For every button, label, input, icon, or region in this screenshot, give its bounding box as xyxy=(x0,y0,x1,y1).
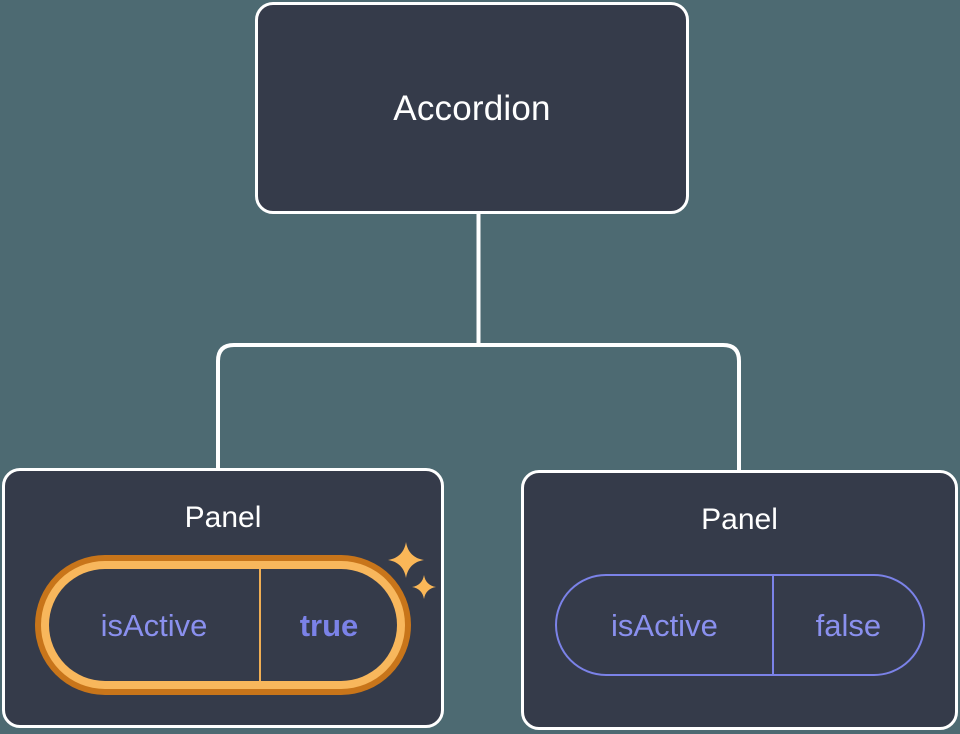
connector-children-bus xyxy=(216,343,741,470)
node-label-panel: Panel xyxy=(184,501,262,534)
tree-node-panel-active[interactable]: Panel isActive true xyxy=(2,468,444,728)
prop-value-false: false xyxy=(815,607,882,643)
prop-pill-body: isActive false xyxy=(554,574,925,676)
tree-node-panel-inactive[interactable]: Panel isActive false xyxy=(521,470,958,730)
prop-pill-highlighted[interactable]: isActive true xyxy=(35,555,411,695)
tree-node-accordion[interactable]: Accordion xyxy=(255,2,689,214)
node-label-accordion: Accordion xyxy=(393,88,551,128)
prop-pill-body: isActive true xyxy=(49,569,397,681)
prop-pill-outer-ring: isActive true xyxy=(35,555,411,695)
node-label-panel: Panel xyxy=(701,503,778,536)
prop-pill-inner-ring: isActive true xyxy=(41,561,405,689)
prop-key-isactive: isActive xyxy=(557,576,775,674)
prop-pill-default[interactable]: isActive false xyxy=(554,574,925,676)
prop-value-true: true xyxy=(299,607,359,643)
prop-key-isactive: isActive xyxy=(49,569,261,681)
